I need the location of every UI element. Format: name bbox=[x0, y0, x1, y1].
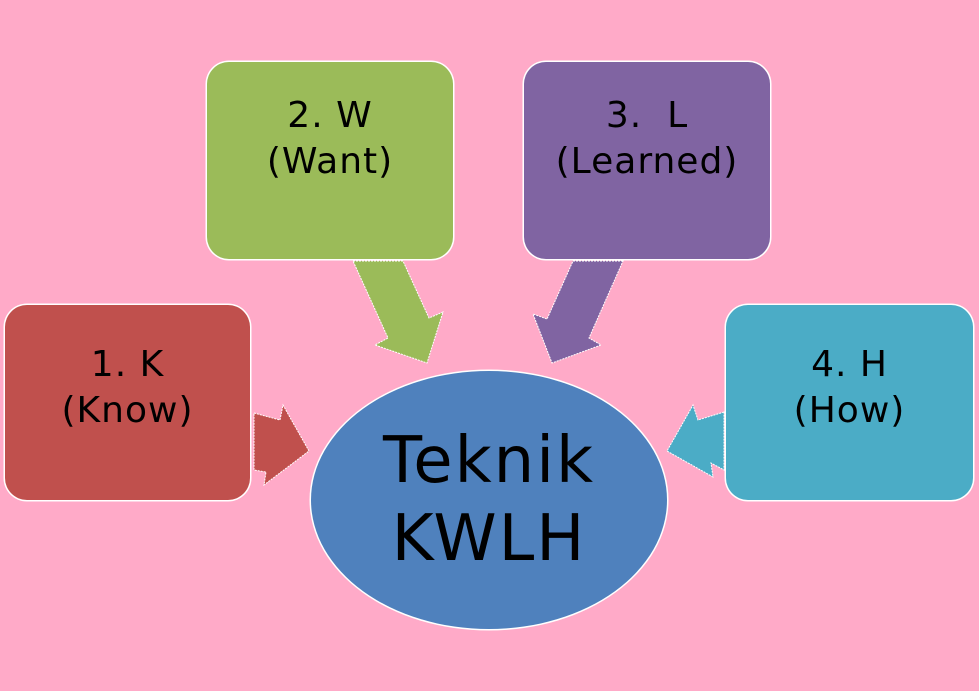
node-how-label: 4. H bbox=[811, 343, 888, 385]
arrow-k-to-center bbox=[253, 403, 310, 487]
node-learned-meaning: (Learned) bbox=[555, 140, 739, 182]
arrow-h-to-center bbox=[666, 403, 725, 478]
node-learned: 3. L (Learned) bbox=[524, 62, 770, 259]
center-title-line-1: Teknik bbox=[382, 424, 596, 498]
center-title-line-2: KWLH bbox=[391, 502, 587, 576]
node-learned-label: 3. L bbox=[605, 94, 689, 136]
arrow-l-to-center bbox=[532, 260, 624, 364]
node-want: 2. W (Want) bbox=[207, 62, 453, 259]
node-want-meaning: (Want) bbox=[266, 140, 394, 182]
node-want-label: 2. W bbox=[287, 94, 373, 136]
center-node-teknik-kwlh: Teknik KWLH bbox=[311, 371, 667, 629]
node-know-label: 1. K bbox=[90, 343, 165, 385]
node-how: 4. H (How) bbox=[726, 305, 973, 500]
node-know: 1. K (Know) bbox=[5, 305, 250, 500]
node-how-meaning: (How) bbox=[793, 389, 906, 431]
arrow-w-to-center bbox=[352, 260, 444, 364]
node-know-meaning: (Know) bbox=[61, 389, 194, 431]
